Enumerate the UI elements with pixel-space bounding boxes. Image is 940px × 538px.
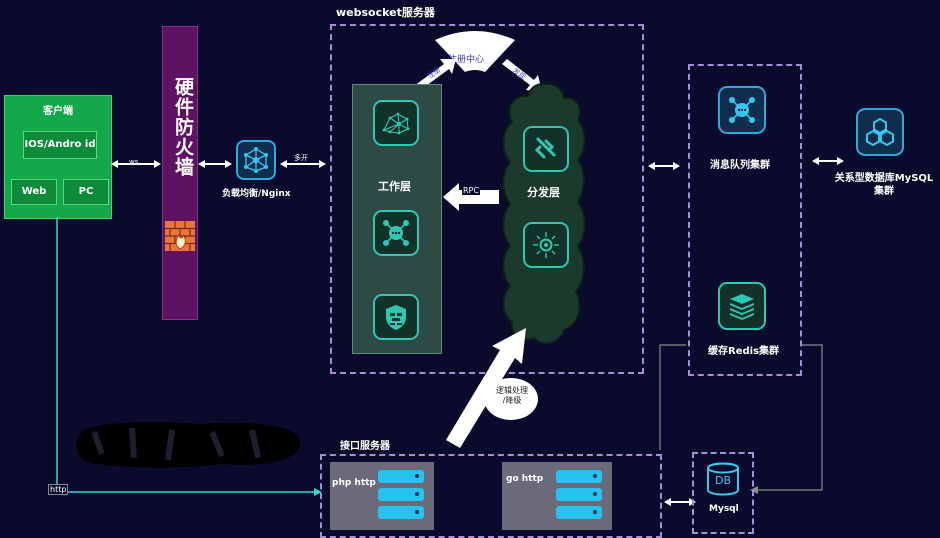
nginx-websocket-arrow (280, 154, 326, 168)
db-group (692, 452, 754, 534)
php-server-rack-3 (378, 506, 424, 519)
mq-label: 消息队列集群 (710, 160, 770, 171)
redis-label: 缓存Redis集群 (708, 346, 780, 357)
go-server-rack-2 (556, 488, 602, 501)
rpc-label: RPC (462, 186, 480, 195)
firewall-brick-icon (165, 221, 195, 251)
client-web[interactable]: Web (11, 179, 57, 205)
logic-bubble (482, 376, 540, 422)
client-ios-android[interactable]: IOS/Andro id (23, 131, 97, 159)
go-server-rack-3 (556, 506, 602, 519)
registry-center-label: 注册中心 (448, 55, 485, 65)
signal-broadcast-icon (523, 222, 569, 268)
client-title: 客户端 (43, 106, 73, 117)
nginx-label: 负载均衡/Nginx (222, 189, 291, 199)
api-server-group (320, 454, 662, 538)
registry-center-shape (430, 26, 520, 74)
php-server-rack-2 (378, 488, 424, 501)
message-queue-icon (718, 86, 766, 134)
hub-chat-icon (373, 210, 419, 256)
mesh-network-icon (373, 100, 419, 146)
mysql-cluster-hex-icon (856, 108, 904, 156)
websocket-mq-arrow (648, 156, 680, 170)
api-server-title: 接口服务器 (340, 441, 390, 452)
logic-label: 逻辑处理 /降级 (496, 386, 528, 406)
hardware-firewall: 硬件防火墙 (162, 26, 198, 320)
go-server-rack-1 (556, 470, 602, 483)
redacted-watermark (72, 418, 304, 470)
ws-link-label: ws (129, 158, 139, 166)
rpc-arrow (443, 182, 499, 212)
firewall-label: 硬件防火墙 (172, 77, 194, 177)
register-arrow (412, 56, 458, 92)
db-cylinder-icon (704, 460, 742, 498)
lb-link-label: 多开 (294, 153, 308, 163)
nginx-network-icon (236, 140, 276, 180)
db-icon-text: DB (714, 474, 732, 487)
redis-stack-icon (718, 282, 766, 330)
mq-mysql-arrow (812, 151, 844, 165)
mysql-cluster-label: 关系型数据库MySQL 集群 (834, 173, 934, 197)
dispatch-layer-label: 分发层 (527, 186, 560, 199)
discover-arrow (500, 58, 544, 94)
db-label: Mysql (709, 504, 739, 514)
client-firewall-arrow (111, 154, 161, 168)
plug-connection-icon (523, 126, 569, 172)
go-http-label: go http (506, 474, 544, 484)
firewall-nginx-arrow (198, 154, 232, 168)
mq-redis-group (688, 64, 802, 376)
client-pc[interactable]: PC (63, 179, 109, 205)
websocket-title: websocket服务器 (336, 6, 435, 19)
shield-firewall-icon (373, 294, 419, 340)
http-link-label: http (48, 484, 69, 495)
worker-layer-label: 工作层 (378, 180, 411, 193)
logic-arrow (440, 326, 530, 450)
php-http-label: php http (332, 478, 376, 488)
php-server-rack-1 (378, 470, 424, 483)
client-panel: 客户端 IOS/Andro id Web PC (4, 95, 112, 219)
